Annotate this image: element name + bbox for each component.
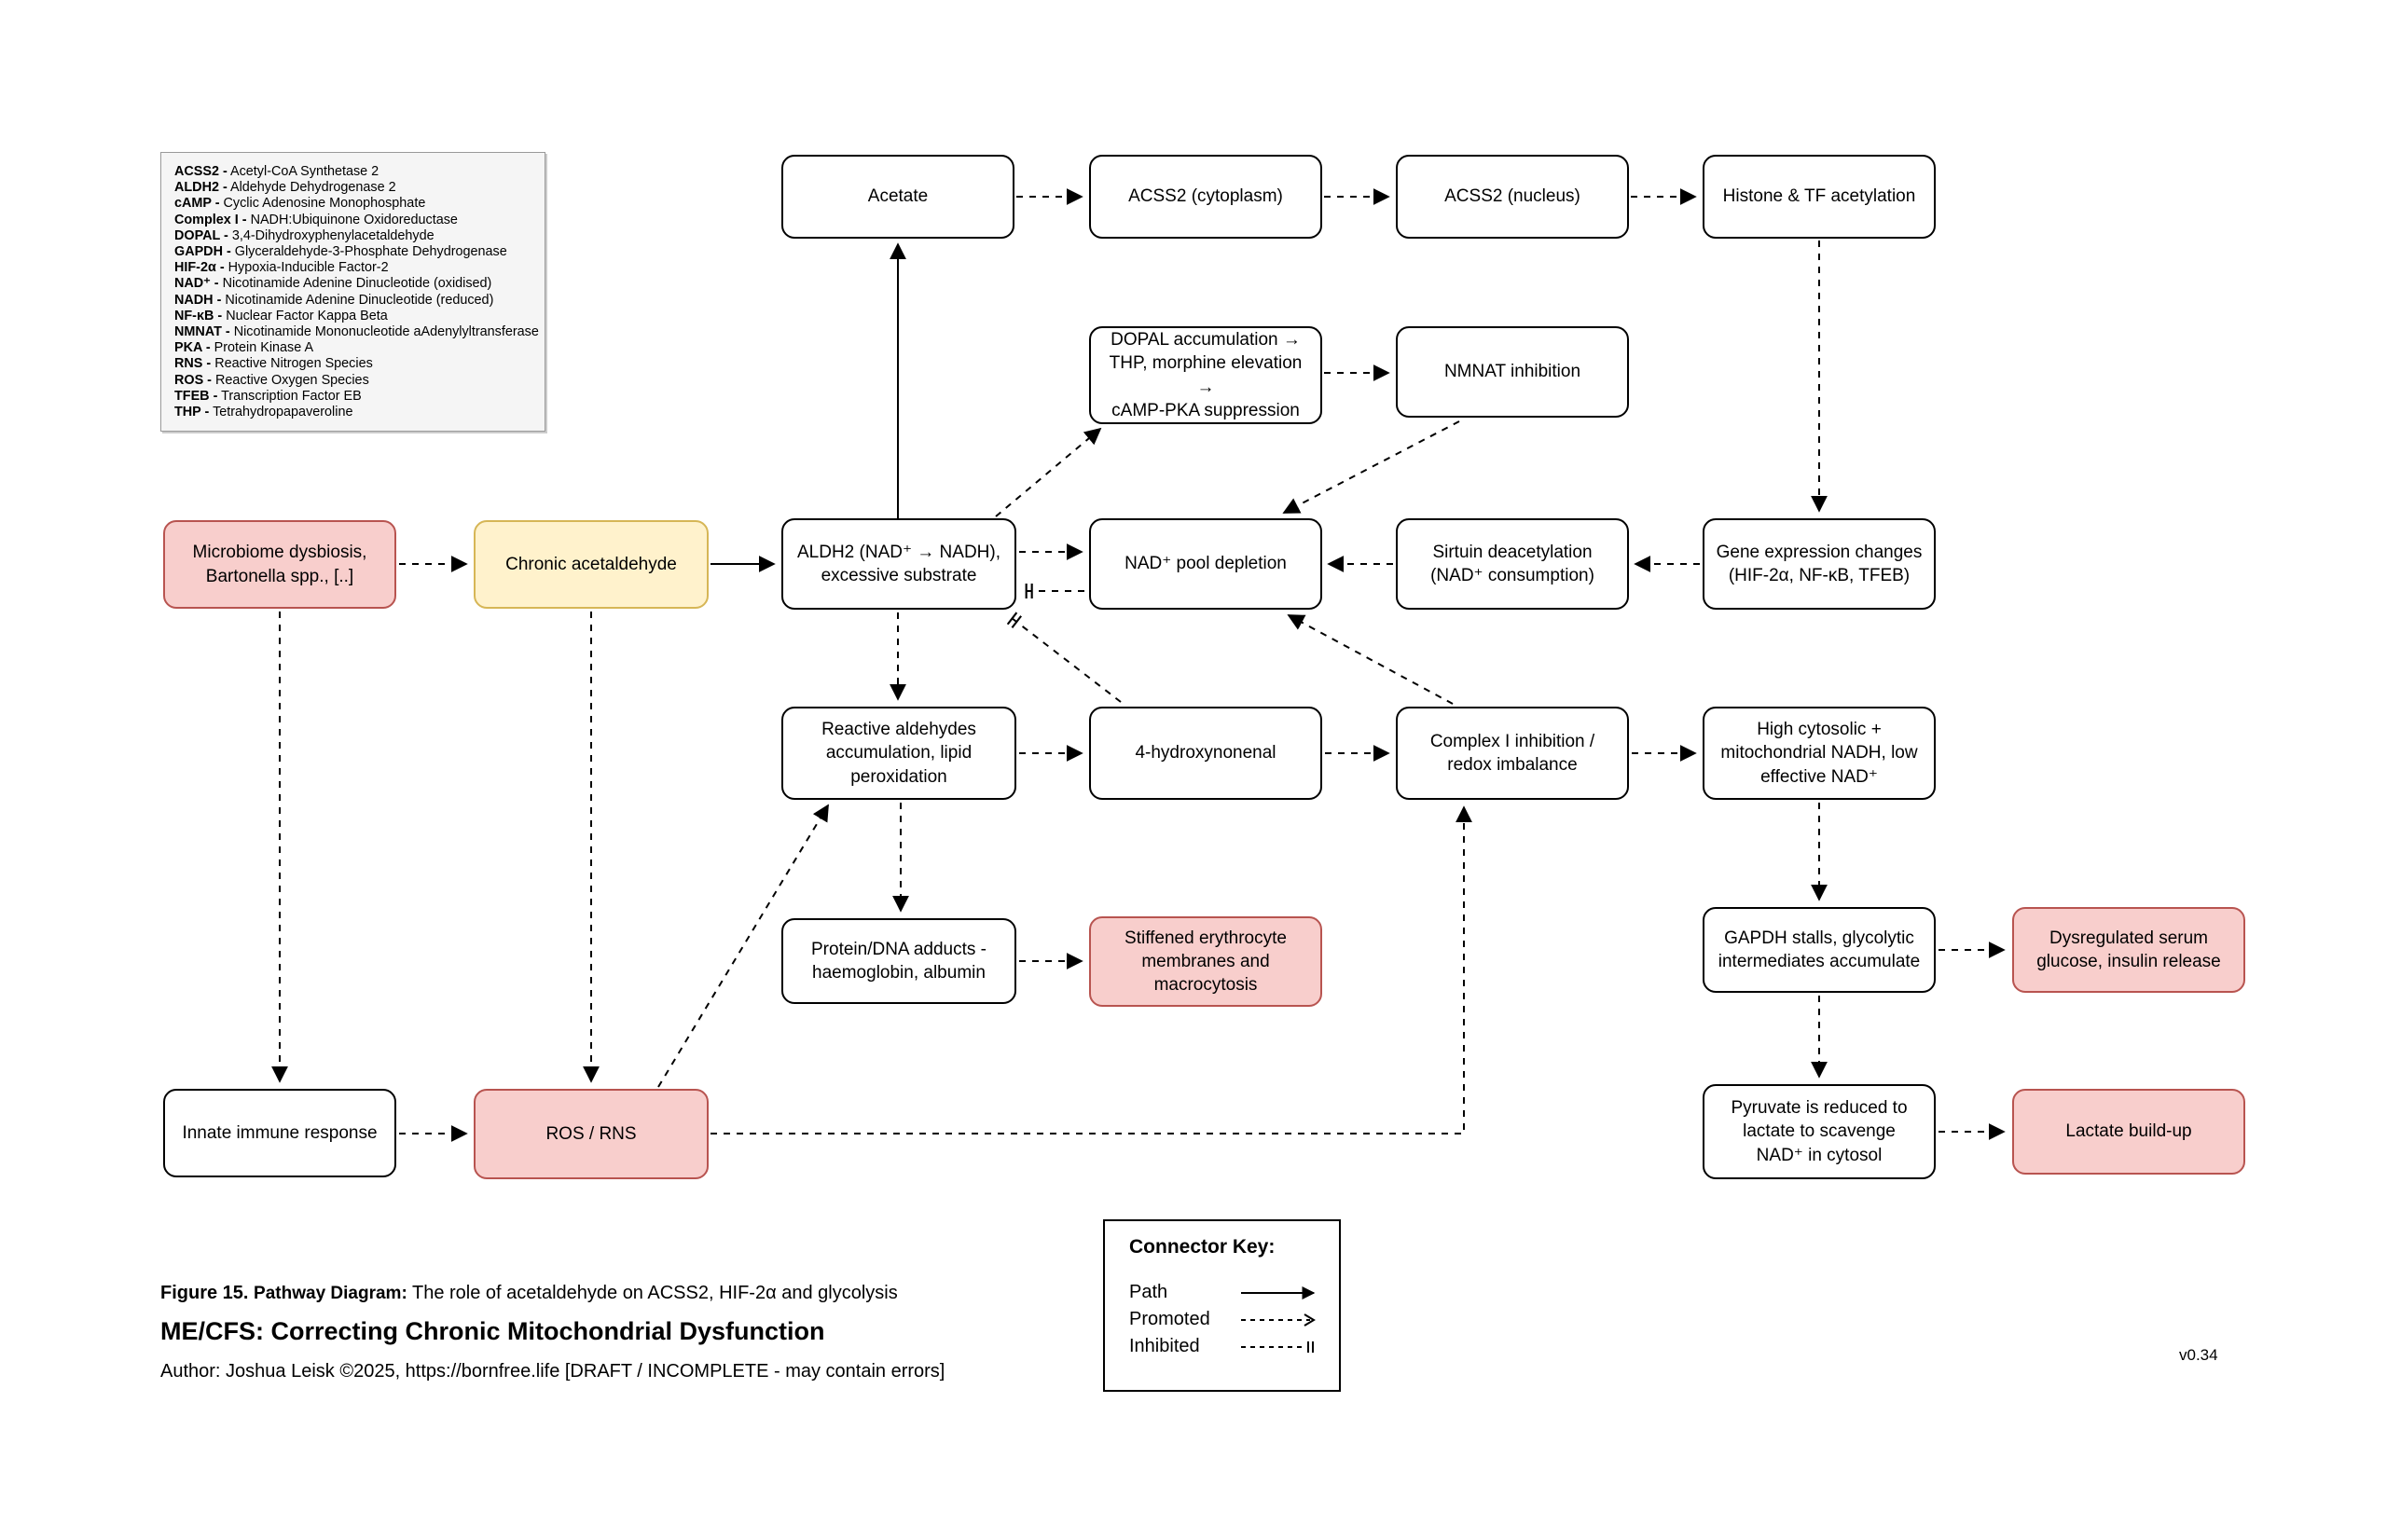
edge-complex1-nadpool bbox=[1287, 614, 1454, 705]
node-acss2-nucleus: ACSS2 (nucleus) bbox=[1396, 155, 1629, 239]
node-acss2-cytoplasm: ACSS2 (cytoplasm) bbox=[1089, 155, 1322, 239]
node-gapdh-stalls: GAPDH stalls, glycolytic intermediates a… bbox=[1703, 907, 1936, 993]
promoted-arrow-glyph bbox=[1241, 1313, 1316, 1327]
document-title: ME/CFS: Correcting Chronic Mitochondrial… bbox=[160, 1317, 825, 1345]
edge-ros-reactive bbox=[657, 804, 829, 1088]
node-dysregulated-glucose: Dysregulated serum glucose, insulin rele… bbox=[2012, 907, 2245, 993]
legend-row: NF-κB - Nuclear Factor Kappa Beta bbox=[174, 308, 388, 323]
version-label: v0.34 bbox=[2179, 1346, 2218, 1364]
legend-row: TFEB - Transcription Factor EB bbox=[174, 388, 362, 404]
edge-ros-complex1 bbox=[711, 805, 1472, 1134]
node-chronic-acetaldehyde: Chronic acetaldehyde bbox=[474, 520, 709, 609]
author-line: Author: Joshua Leisk ©2025, https://born… bbox=[160, 1361, 945, 1382]
node-histone-tf-acetylation: Histone & TF acetylation bbox=[1703, 155, 1936, 239]
figure-line: Figure 15. Pathway Diagram: The role of … bbox=[160, 1283, 945, 1304]
edge-hne-aldh2-inhibit bbox=[1006, 612, 1122, 703]
node-aldh2: ALDH2 (NAD⁺ → NADH), excessive substrate bbox=[781, 518, 1016, 610]
node-complex1-inhibition: Complex I inhibition / redox imbalance bbox=[1396, 707, 1629, 800]
legend-row: NAD⁺ - Nicotinamide Adenine Dinucleotide… bbox=[174, 276, 492, 292]
node-stiffened-erythrocyte: Stiffened erythrocyte membranes and macr… bbox=[1089, 916, 1322, 1007]
node-sirtuin-deacetylation: Sirtuin deacetylation (NAD⁺ consumption) bbox=[1396, 518, 1629, 610]
figure-text: The role of acetaldehyde on ACSS2, HIF-2… bbox=[411, 1283, 898, 1303]
key-row-inhibited: Inhibited bbox=[1129, 1333, 1339, 1360]
node-acetate: Acetate bbox=[781, 155, 1014, 239]
legend-row: HIF-2α - Hypoxia-Inducible Factor-2 bbox=[174, 260, 389, 276]
node-high-nadh: High cytosolic + mitochondrial NADH, low… bbox=[1703, 707, 1936, 800]
node-innate-immune-response: Innate immune response bbox=[163, 1089, 396, 1177]
node-protein-dna-adducts: Protein/DNA adducts - haemoglobin, album… bbox=[781, 918, 1016, 1004]
legend-row: ROS - Reactive Oxygen Species bbox=[174, 372, 369, 388]
node-dopal-accumulation: DOPAL accumulation → THP, morphine eleva… bbox=[1089, 326, 1322, 424]
path-arrow-glyph bbox=[1241, 1286, 1316, 1299]
abbreviation-legend: ACSS2 - Acetyl-CoA Synthetase 2 ALDH2 - … bbox=[160, 152, 545, 432]
legend-row: DOPAL - 3,4-Dihydroxyphenylacetaldehyde bbox=[174, 227, 435, 243]
node-reactive-aldehydes: Reactive aldehydes accumulation, lipid p… bbox=[781, 707, 1016, 800]
node-microbiome-dysbiosis: Microbiome dysbiosis, Bartonella spp., [… bbox=[163, 520, 396, 609]
node-4-hydroxynonenal: 4-hydroxynonenal bbox=[1089, 707, 1322, 800]
legend-row: Complex I - NADH:Ubiquinone Oxidoreducta… bbox=[174, 212, 458, 227]
figure-label: Pathway Diagram: bbox=[254, 1284, 407, 1303]
key-row-promoted: Promoted bbox=[1129, 1306, 1339, 1333]
edge-nmnat-nadpool bbox=[1282, 420, 1460, 514]
legend-row: ACSS2 - Acetyl-CoA Synthetase 2 bbox=[174, 164, 379, 179]
node-gene-expression-changes: Gene expression changes (HIF-2α, NF-κB, … bbox=[1703, 518, 1936, 610]
connector-key: Connector Key: Path Promoted Inhibited bbox=[1103, 1219, 1341, 1392]
legend-row: RNS - Reactive Nitrogen Species bbox=[174, 356, 373, 372]
edge-aldh2-dopal bbox=[995, 427, 1102, 517]
legend-row: THP - Tetrahydropapaveroline bbox=[174, 405, 353, 420]
legend-row: GAPDH - Glyceraldehyde-3-Phosphate Dehyd… bbox=[174, 244, 507, 260]
connector-key-title: Connector Key: bbox=[1129, 1236, 1276, 1258]
node-nad-pool-depletion: NAD⁺ pool depletion bbox=[1089, 518, 1322, 610]
legend-row: cAMP - Cyclic Adenosine Monophosphate bbox=[174, 196, 426, 212]
legend-row: NMNAT - Nicotinamide Mononucleotide aAde… bbox=[174, 324, 539, 340]
node-nmnat-inhibition: NMNAT inhibition bbox=[1396, 326, 1629, 418]
node-lactate-buildup: Lactate build-up bbox=[2012, 1089, 2245, 1175]
legend-row: ALDH2 - Aldehyde Dehydrogenase 2 bbox=[174, 180, 396, 196]
node-ros-rns: ROS / RNS bbox=[474, 1089, 709, 1179]
inhibited-arrow-glyph bbox=[1241, 1341, 1314, 1353]
node-pyruvate-to-lactate: Pyruvate is reduced to lactate to scaven… bbox=[1703, 1084, 1936, 1179]
figure-number: Figure 15. bbox=[160, 1283, 249, 1303]
key-row-path: Path bbox=[1129, 1279, 1339, 1306]
legend-row: NADH - Nicotinamide Adenine Dinucleotide… bbox=[174, 292, 494, 308]
figure-caption: Figure 15. Pathway Diagram: The role of … bbox=[160, 1283, 945, 1382]
legend-row: PKA - Protein Kinase A bbox=[174, 340, 314, 356]
